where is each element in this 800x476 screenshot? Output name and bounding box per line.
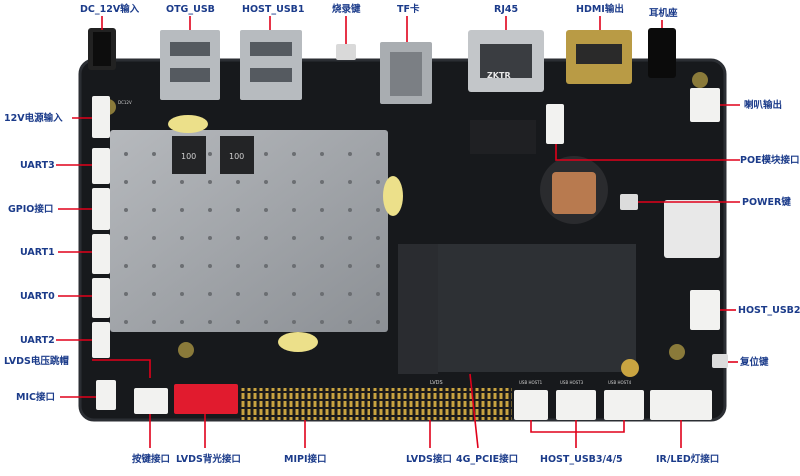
- label-uart0: UART0: [20, 291, 55, 302]
- pcie-socket: [398, 244, 438, 374]
- label-host-usb2: HOST_USB2: [738, 305, 800, 316]
- pcie-standoff: [621, 359, 639, 377]
- host-usb1-slot: [250, 68, 292, 82]
- label-ir-led: IR/LED灯接口: [656, 453, 719, 465]
- left-connector-mic: [96, 380, 116, 410]
- label-speaker: 喇叭输出: [744, 99, 782, 111]
- label-host-usb1: HOST_USB1: [242, 4, 305, 15]
- label-uart1: UART1: [20, 247, 55, 258]
- label-mic: MIC接口: [16, 391, 55, 403]
- host-usb1-port: [240, 30, 302, 100]
- ir-led-header: [650, 390, 712, 420]
- leader-usb345: [530, 420, 625, 448]
- speaker-header: [690, 88, 720, 122]
- glue-blob: [278, 332, 318, 352]
- left-connector-uart3: [92, 148, 110, 184]
- leader-lvds-jumper: [92, 359, 151, 378]
- inductor-mark: 100: [229, 152, 244, 161]
- left-connector-uart0: [92, 278, 110, 318]
- label-power-key: POWER键: [742, 196, 791, 208]
- label-button-if: 按键接口: [132, 453, 170, 465]
- hdmi-opening: [576, 44, 622, 64]
- poe-header: [546, 104, 564, 144]
- label-earphone: 耳机座: [649, 7, 678, 19]
- wifi-module: [664, 200, 720, 258]
- label-4g-pcie: 4G_PCIE接口: [456, 453, 518, 465]
- label-lvds-jumper: LVDS电压跳帽: [4, 355, 69, 367]
- rj45-brand: ZKTR: [487, 71, 511, 80]
- inductor-mark: 100: [181, 152, 196, 161]
- left-connector-uart1: [92, 234, 110, 274]
- host-usb1-slot: [250, 42, 292, 56]
- rj45-opening: [480, 44, 532, 78]
- burn-button: [336, 44, 356, 60]
- label-gpio: GPIO接口: [8, 203, 53, 215]
- button-header: [134, 388, 168, 414]
- lvds-pin-header: [372, 388, 512, 420]
- left-connector-uart2: [92, 322, 110, 358]
- lvds-silkscreen: LVDS: [430, 380, 443, 386]
- label-tf-card: TF卡: [397, 3, 420, 15]
- pcie-module: [438, 244, 636, 372]
- dc-silkscreen: DC12V: [118, 100, 132, 105]
- usb-host4-header: [556, 390, 596, 420]
- power-button: [620, 194, 638, 210]
- usb-host2-silkscreen: USB HOST3: [560, 380, 584, 385]
- mount-hole: [692, 72, 708, 88]
- dc-jack-body: [93, 32, 111, 66]
- host-usb2-header: [690, 290, 720, 330]
- label-burn-key: 烧录键: [332, 3, 361, 15]
- label-host-usb345: HOST_USB3/4/5: [540, 454, 623, 465]
- rtc-battery-holder: [552, 172, 596, 214]
- label-reset-key: 复位键: [739, 356, 769, 368]
- leader-pcie: [469, 373, 479, 449]
- tf-card-inner: [390, 52, 422, 96]
- label-lvds-if: LVDS接口: [406, 453, 452, 465]
- label-poe: POE模块接口: [740, 154, 800, 166]
- mount-hole: [669, 344, 685, 360]
- label-hdmi-out: HDMI输出: [576, 3, 624, 15]
- earphone-jack: [648, 28, 676, 78]
- usb-host3-header: [514, 390, 548, 420]
- mipi-pin-header: [240, 388, 370, 420]
- otg-usb-slot: [170, 68, 210, 82]
- mount-hole: [178, 342, 194, 358]
- otg-usb-port: [160, 30, 220, 100]
- usb-host5-header: [604, 390, 644, 420]
- left-connector-gpio: [92, 188, 110, 230]
- inductor-left: [172, 136, 206, 174]
- label-lvds-backlight: LVDS背光接口: [176, 453, 241, 465]
- label-uart3: UART3: [20, 160, 55, 171]
- label-dc-12v: DC_12V输入: [80, 3, 140, 15]
- ethernet-transformer: [470, 120, 536, 154]
- label-uart2: UART2: [20, 335, 55, 346]
- label-12v-power: 12V电源输入: [4, 112, 63, 124]
- label-otg-usb: OTG_USB: [166, 4, 215, 15]
- label-mipi: MIPI接口: [284, 453, 327, 465]
- usb-host1-silkscreen: USB HOST1: [519, 380, 543, 385]
- label-rj45: RJ45: [494, 4, 518, 15]
- usb-host3-silkscreen: USB HOST4: [608, 380, 632, 385]
- leader-lines: [56, 16, 740, 449]
- leader-poe: [555, 144, 740, 161]
- glue-blob: [168, 115, 208, 133]
- reset-button: [712, 354, 728, 368]
- glue-blob: [383, 176, 403, 216]
- left-connector-12v: [92, 96, 110, 138]
- lvds-backlight-header: [174, 384, 238, 414]
- otg-usb-slot: [170, 42, 210, 56]
- inductor-right: [220, 136, 254, 174]
